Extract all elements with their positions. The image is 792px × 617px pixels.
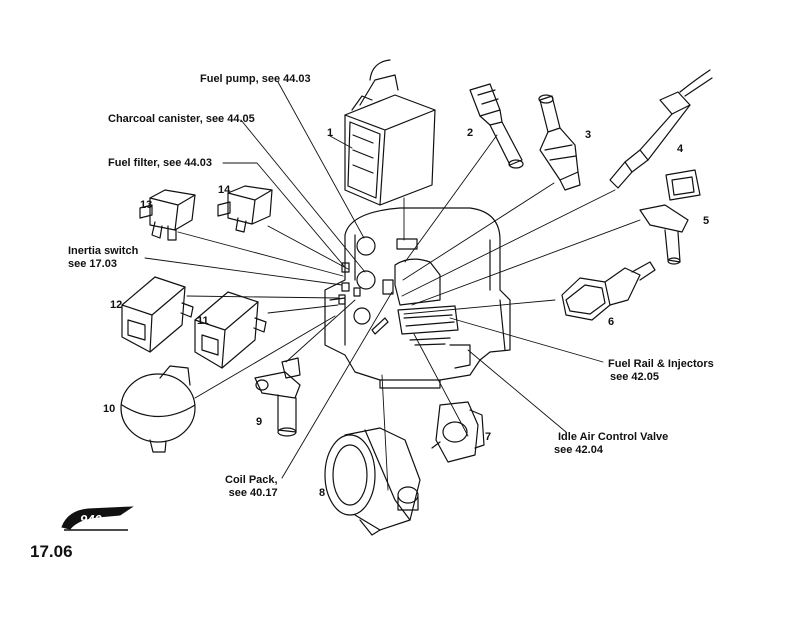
part-number-12: 12 bbox=[110, 299, 123, 311]
part-5-sensor-drawing bbox=[639, 169, 701, 265]
part-7-sensor-drawing bbox=[431, 401, 485, 463]
part-8-throttle-body-drawing bbox=[324, 427, 421, 536]
coil-pack-ref: see 40.17 bbox=[228, 487, 278, 499]
part-number-4: 4 bbox=[677, 143, 684, 155]
part-2-sensor-drawing bbox=[469, 83, 524, 169]
fuel-rail-title: Fuel Rail & Injectors bbox=[608, 358, 714, 370]
fuel-filter-label: Fuel filter, see 44.03 bbox=[108, 157, 212, 169]
iac-valve-ref: see 42.04 bbox=[554, 444, 603, 456]
part-number-7: 7 bbox=[485, 431, 492, 443]
fuel-pump-label: Fuel pump, see 44.03 bbox=[200, 73, 311, 85]
part-1-ecu-drawing bbox=[344, 59, 436, 206]
part-6-sensor-drawing bbox=[561, 261, 656, 321]
part-4-sensor-drawing bbox=[609, 69, 713, 189]
part-10-reservoir-drawing bbox=[120, 365, 196, 453]
inertia-switch-title: Inertia switch bbox=[68, 245, 139, 257]
part-number-8: 8 bbox=[319, 487, 326, 499]
inertia-switch-ref: see 17.03 bbox=[68, 258, 117, 270]
part-number-1: 1 bbox=[327, 127, 334, 139]
logo-graphic: 940 bbox=[61, 506, 134, 531]
part-11-sensor-drawing bbox=[194, 291, 267, 369]
fuel-rail-label: Fuel Rail & Injectors see 42.05 bbox=[608, 358, 714, 384]
part-12-sensor-drawing bbox=[121, 276, 194, 353]
part-9-sensor-drawing bbox=[254, 357, 301, 437]
engine-bay-drawing bbox=[324, 207, 511, 389]
logo-text: 940 bbox=[80, 512, 102, 527]
iac-valve-title: Idle Air Control Valve bbox=[558, 431, 669, 443]
page-number: 17.06 bbox=[30, 542, 73, 561]
part-number-11: 11 bbox=[197, 315, 209, 327]
coil-pack-title: Coil Pack, bbox=[225, 474, 278, 486]
part-number-10: 10 bbox=[103, 403, 116, 415]
940-logo: 940 bbox=[58, 503, 138, 538]
fuel-rail-ref: see 42.05 bbox=[610, 371, 659, 383]
part-number-2: 2 bbox=[467, 127, 474, 139]
leader-lines bbox=[144, 81, 641, 491]
part-13-solenoid-drawing bbox=[139, 189, 196, 241]
coil-pack-label: Coil Pack, see 40.17 bbox=[225, 474, 278, 500]
part-number-13: 13 bbox=[140, 199, 153, 211]
inertia-switch-label: Inertia switch see 17.03 bbox=[68, 245, 138, 271]
part-14-solenoid-drawing bbox=[217, 185, 273, 233]
part-number-5: 5 bbox=[703, 215, 710, 227]
charcoal-canister-label: Charcoal canister, see 44.05 bbox=[108, 113, 255, 125]
part-number-14: 14 bbox=[218, 184, 231, 196]
part-3-sensor-drawing bbox=[538, 94, 581, 191]
part-number-3: 3 bbox=[585, 129, 592, 141]
part-number-9: 9 bbox=[256, 416, 263, 428]
part-number-6: 6 bbox=[608, 316, 615, 328]
iac-valve-label: Idle Air Control Valve see 42.04 bbox=[554, 431, 669, 457]
